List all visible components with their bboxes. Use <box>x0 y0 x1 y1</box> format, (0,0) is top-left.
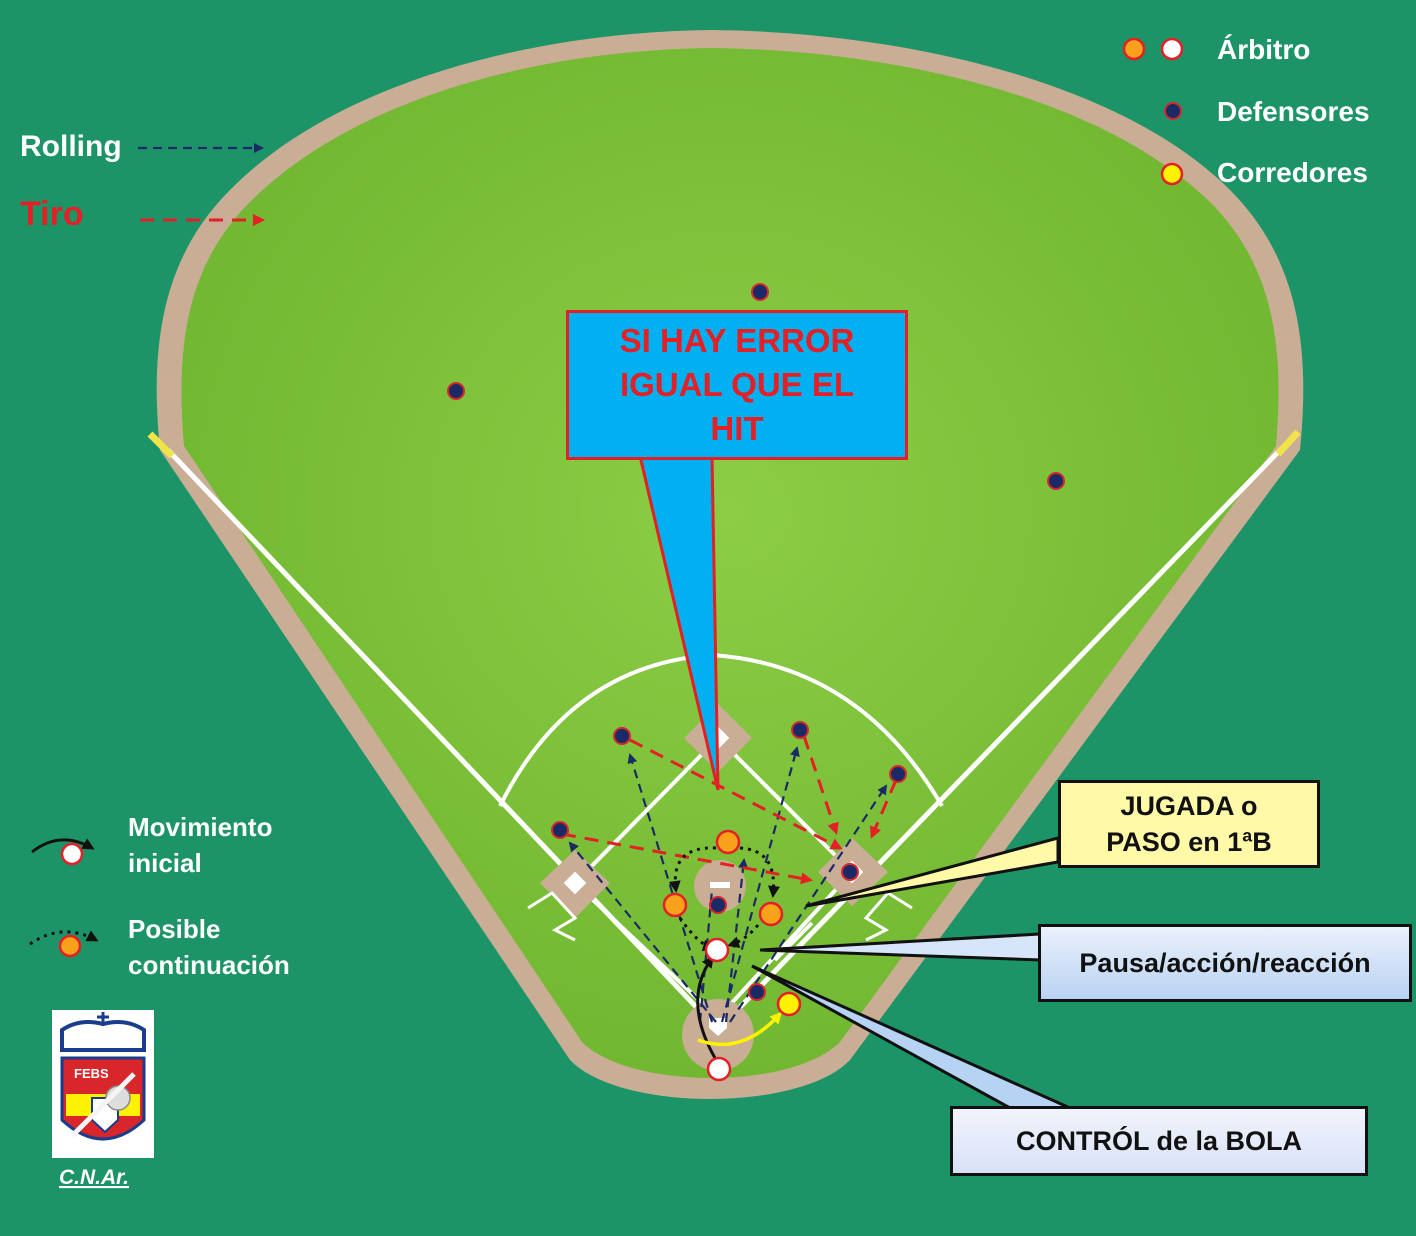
posible-legend-label-line1: Posible <box>128 914 221 944</box>
error-callout-line1: SI HAY ERROR <box>619 322 855 359</box>
umpire-white-start <box>706 1056 732 1082</box>
movimiento-legend-label-line1: Movimiento <box>128 812 273 842</box>
pausa-callout-text: Pausa/acción/reacción <box>1079 947 1371 978</box>
defender-right-field <box>1047 472 1065 490</box>
first-base-coach-box <box>863 891 913 942</box>
defensores-legend-label: Defensores <box>1217 96 1370 127</box>
outfield-grass <box>181 48 1279 1078</box>
right-foul-pole <box>1275 429 1301 457</box>
tiro-lines <box>561 735 898 885</box>
jugada-callout-line1: JUGADA o <box>1120 791 1258 821</box>
home-plate <box>709 1018 727 1036</box>
defender-center-field <box>751 283 769 301</box>
umpire-orange-third <box>662 892 688 918</box>
logo-crest-text: FEBS <box>74 1066 109 1081</box>
corredores-legend-label: Corredores <box>1217 157 1368 188</box>
defender-second-base <box>791 721 809 739</box>
arbitro-legend-orange <box>1122 37 1146 61</box>
jugada-callout: JUGADA o PASO en 1ªB <box>1058 780 1320 868</box>
cnar-logo: FEBS C.N.Ar. <box>52 1010 154 1189</box>
umpire-orange-first <box>758 901 784 927</box>
umpire-initial-movement <box>696 955 717 1059</box>
defender-first-base-deep <box>889 765 907 783</box>
bat-icon <box>70 1072 136 1138</box>
defender-catcher <box>748 983 766 1001</box>
error-callout-line2: IGUAL QUE EL <box>619 366 855 403</box>
error-callout-line3: HIT <box>710 410 764 447</box>
error-callout: SI HAY ERROR IGUAL QUE EL HIT <box>566 310 908 460</box>
umpire-white-plate <box>704 937 730 963</box>
control-callout-text: CONTRÓL de la BOLA <box>1015 1125 1303 1156</box>
defender-left-field <box>447 382 465 400</box>
batter-runner-path <box>697 1011 783 1047</box>
first-base-line-extension <box>773 921 814 962</box>
third-base-coach-box <box>527 891 578 942</box>
defenders <box>447 283 1065 1001</box>
defender-shortstop <box>613 727 631 745</box>
ball-icon <box>105 1085 131 1111</box>
umpire-orange-second <box>715 829 741 855</box>
umpires <box>662 829 784 1082</box>
arbitro-legend-white <box>1160 37 1184 61</box>
rolling-legend-label: Rolling <box>20 130 122 163</box>
movimiento-legend-label-line2: inicial <box>128 848 202 878</box>
corredores-legend-dot <box>1160 162 1184 186</box>
right-foul-line <box>716 446 1284 1032</box>
movimiento-legend-umpire <box>60 842 84 866</box>
arbitro-legend-label: Árbitro <box>1217 34 1311 65</box>
posible-legend-umpire <box>58 934 82 958</box>
pitcher-rubber <box>710 882 730 888</box>
pausa-callout: Pausa/acción/reacción <box>1038 924 1412 1002</box>
left-foul-pole <box>147 431 175 459</box>
control-callout: CONTRÓL de la BOLA <box>950 1106 1368 1176</box>
third-base-bag <box>563 871 587 895</box>
runner-batter <box>776 991 802 1017</box>
jugada-callout-line2: PASO en 1ªB <box>1106 827 1272 857</box>
defensores-legend-dot <box>1164 102 1182 120</box>
defender-pitcher <box>709 896 727 914</box>
defender-first-base <box>841 863 859 881</box>
posible-legend-label-line2: continuación <box>128 950 290 980</box>
tiro-legend-label: Tiro <box>20 195 84 233</box>
logo-caption: C.N.Ar. <box>59 1166 129 1189</box>
defender-third-base <box>551 821 569 839</box>
movimiento-legend-arrow <box>31 838 95 854</box>
